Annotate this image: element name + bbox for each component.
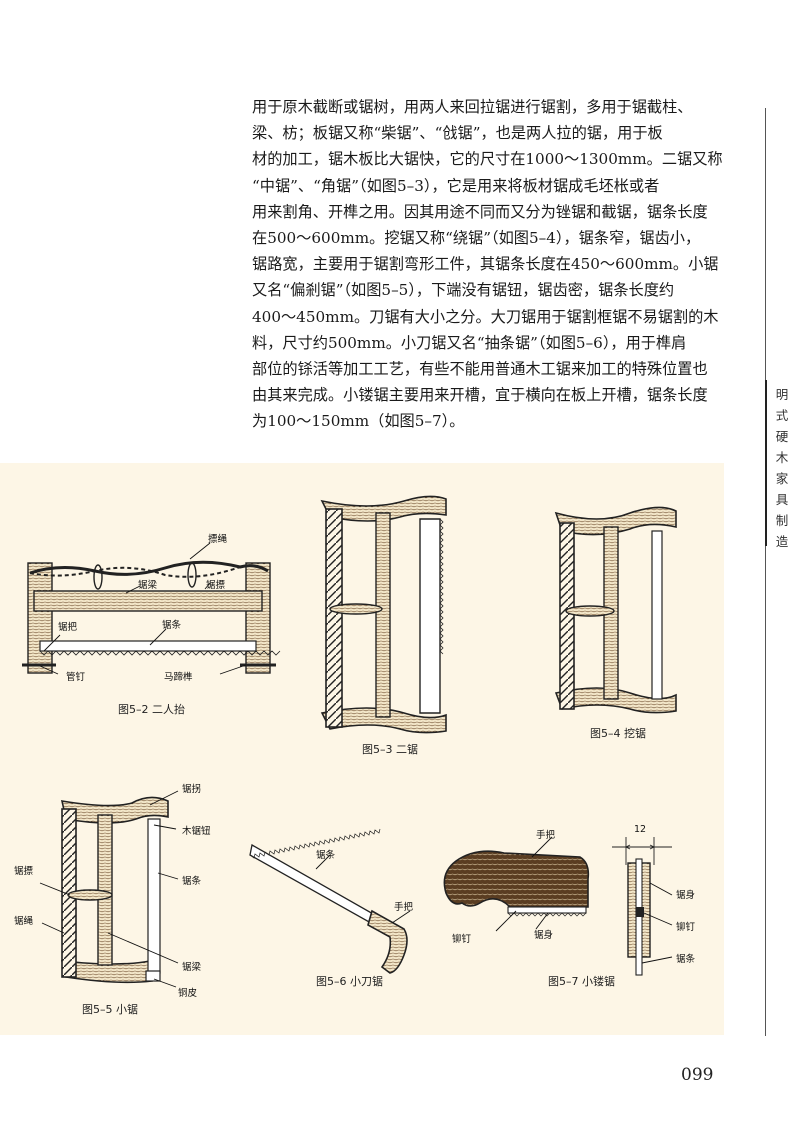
figure-panel: 摽绳 锯梁 锯摽 锯把 锯条 管钉 马蹄榫 图5–2 二人抬 图5–3 二锯 图…: [0, 463, 724, 1035]
fig-5-7-label-nail: 铆钉: [452, 934, 472, 945]
side-title-char: 硬: [775, 429, 789, 444]
side-title-char: 式: [775, 408, 789, 423]
fig-5-6-label-handle: 手把: [394, 902, 414, 913]
side-title-char: 木: [775, 450, 789, 465]
fig-5-7-drawing: [443, 836, 673, 976]
side-title-char: 具: [775, 492, 789, 507]
side-title-char: 制: [775, 513, 789, 528]
fig-5-5-label-guai: 锯拐: [182, 784, 202, 795]
text-line: 用于原木截断或锯树，用两人来回拉锯进行锯割，多用于锯截柱、: [252, 98, 693, 116]
page-number: 099: [681, 1065, 714, 1085]
fig-5-7-label-body2: 锯身: [676, 890, 696, 901]
fig-5-2-label-beam: 锯梁: [138, 580, 158, 591]
fig-5-7-label-body: 锯身: [534, 930, 554, 941]
fig-5-4-caption: 图5–4 挖锯: [590, 727, 646, 740]
side-title-char: 明: [775, 387, 789, 402]
fig-5-5-caption: 图5–5 小锯: [82, 1003, 138, 1016]
fig-5-2-drawing: [22, 542, 281, 675]
fig-5-5-label-knob: 木锯钮: [182, 826, 211, 837]
body-text: 用于原木截断或锯树，用两人来回拉锯进行锯割，多用于锯截柱、 梁、枋；板锯又称“柴…: [252, 94, 728, 435]
text-line: 又名“偏剎锯”（如图5–5），下端没有锯钮，锯齿密，锯条长度约: [252, 281, 675, 300]
fig-5-2-label-nail: 管钉: [66, 672, 86, 683]
fig-5-2-label-handle: 锯把: [58, 622, 78, 633]
fig-5-7-caption: 图5–7 小镂锯: [548, 975, 615, 988]
fig-5-7-label-blade: 锯条: [676, 954, 696, 965]
side-running-title: 明 式 硬 木 家 具 制 造: [772, 384, 792, 552]
fig-5-2-label-hoof: 马蹄榫: [164, 672, 193, 683]
fig-5-5-label-rope: 锯绳: [14, 916, 34, 927]
fig-5-2-label-blade: 锯条: [162, 620, 182, 631]
fig-5-6-drawing: [249, 828, 411, 974]
text-line: 料，尺寸约500mm。小刀锯又名“抽条锯”（如图5–6），用于榫肩: [252, 333, 687, 352]
fig-5-7-label-nail2: 铆钉: [676, 922, 696, 933]
fig-5-2-label-brace: 锯摽: [206, 580, 226, 591]
text-line: 材的加工，锯木板比大锯快，它的尺寸在1000～1300mm。二锯又称: [252, 150, 723, 169]
fig-5-7-label-handle: 手把: [536, 830, 556, 841]
side-rule-top: [765, 108, 766, 380]
fig-5-5-label-beam: 锯梁: [182, 962, 202, 973]
fig-5-3-drawing: [320, 495, 447, 734]
fig-5-5-label-brace: 锯摽: [14, 866, 34, 877]
side-rule-bottom: [765, 546, 766, 1036]
text-line: 400～450mm。刀锯有大小之分。大刀锯用于锯割框锯不易锯割的木: [252, 307, 719, 326]
text-line: 为100～150mm（如图5–7）。: [252, 412, 465, 431]
fig-5-6-label-blade: 锯条: [316, 850, 336, 861]
text-line: 梁、枋；板锯又称“柴锯”、“戗锯”，也是两人拉的锯，用于板: [252, 124, 663, 143]
text-line: “中锯”、“角锯”（如图5–3），它是用来将板材锯成毛坯枨或者: [252, 176, 660, 195]
fig-5-4-drawing: [554, 506, 677, 714]
fig-5-6-caption: 图5–6 小刀锯: [316, 975, 383, 988]
side-title-char: 造: [775, 534, 789, 549]
fig-5-7-dimension: 12: [634, 824, 647, 835]
fig-5-5-drawing: [39, 790, 179, 988]
text-line: 用来割角、开榫之用。因其用途不同而又分为锉锯和截锯，锯条长度: [252, 202, 708, 221]
side-title-char: 家: [775, 471, 789, 486]
text-line: 锯路宽，主要用于锯割弯形工件，其锯条长度在450～600mm。小锯: [252, 255, 719, 274]
fig-5-5-label-copper: 铜皮: [178, 988, 198, 999]
fig-5-3-caption: 图5–3 二锯: [362, 743, 418, 756]
text-line: 在500～600mm。挖锯又称“绕锯”（如图5–4），锯条窄，锯齿小，: [252, 229, 701, 248]
saw-illustrations: [22, 495, 677, 988]
fig-5-2-caption: 图5–2 二人抬: [118, 703, 185, 716]
text-line: 部位的铩活等加工工艺，有些不能用普通木工锯来加工的特殊位置也: [252, 360, 708, 379]
fig-5-2-label-rope: 摽绳: [208, 534, 228, 545]
side-rule-mid: [765, 380, 767, 546]
fig-5-5-label-blade: 锯条: [182, 876, 202, 887]
text-line: 由其来完成。小镂锯主要用来开槽，宜于横向在板上开槽，锯条长度: [252, 386, 708, 405]
